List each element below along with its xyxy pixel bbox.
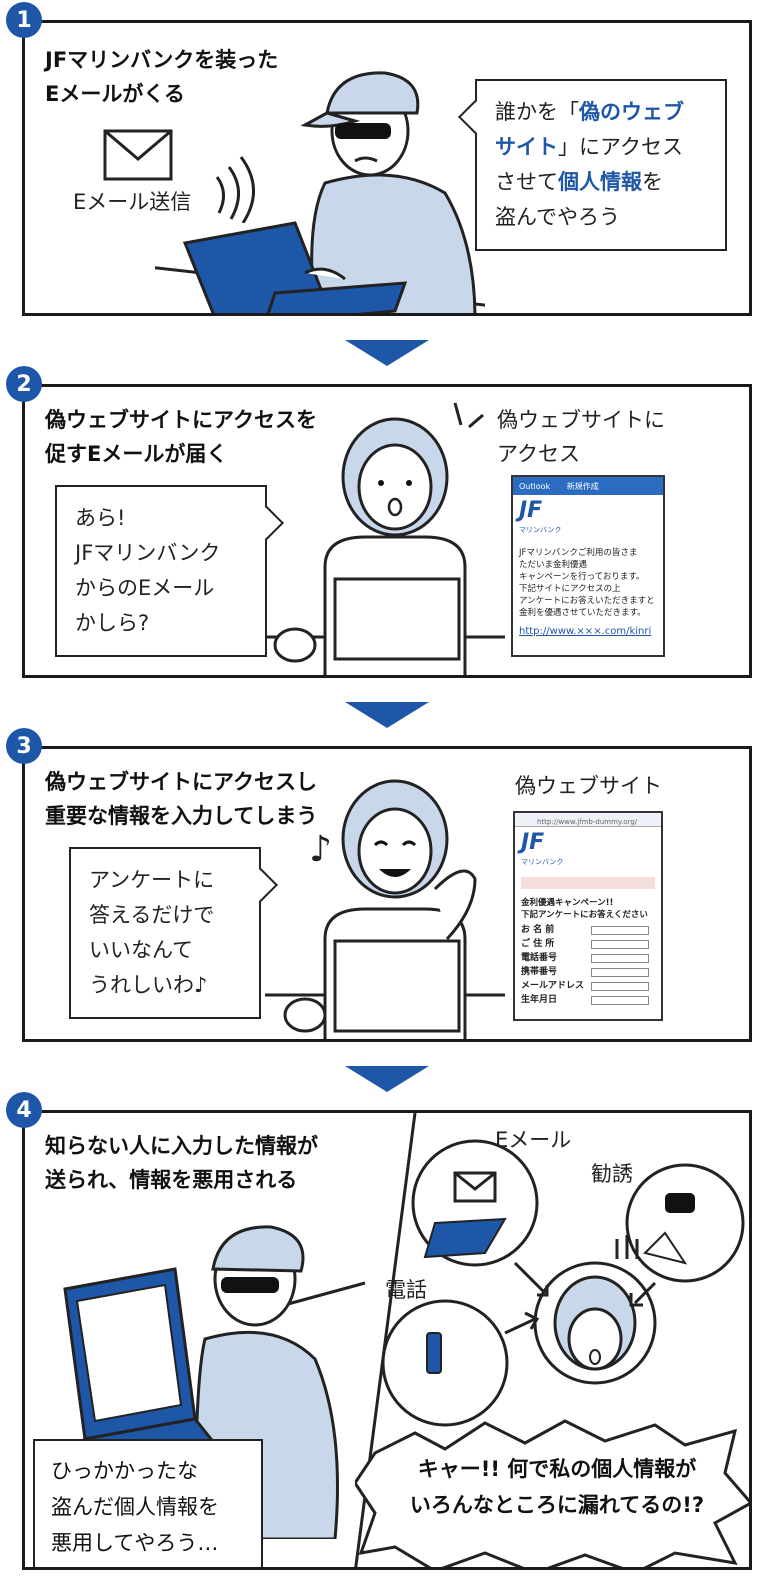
bubble-highlight-fake-site: 偽のウェブ サイト [495,100,684,159]
step-number-3: 3 [6,728,42,764]
signal-waves-icon [215,156,255,223]
woman-speech-bubble-2: あら! JFマリンバンク からのEメール かしら? [55,485,267,657]
jf-logo: JF [519,498,543,523]
bubble-text-c: を 盗んでやろう [495,170,663,229]
fake-email-window: Outlook 新規作成 JF マリンバンク JFマリンバンクご利用の皆さま た… [511,475,665,657]
step-arrow-2 [345,702,429,728]
step-arrow-1 [345,340,429,366]
panel-4-heading: 知らない人に入力した情報が 送られ、情報を悪用される [45,1134,318,1192]
jf-logo-2: JF [521,830,545,855]
step-arrow-3 [345,1066,429,1092]
panel-3-caption: 偽ウェブサイト [515,774,662,798]
bubble-highlight-personal-info: 個人情報 [558,170,642,194]
form-field-mobile[interactable]: 携帯番号 [521,965,655,979]
woman-reading-illustration [265,402,505,675]
form-field-label: 電話番号 [521,953,558,963]
form-field-label: ご 住 所 [521,939,555,949]
panel-2-caption: 偽ウェブサイトに アクセス [497,408,665,466]
form-field-phone[interactable]: 電話番号 [521,951,655,965]
panel-4: 知らない人に入力した情報が 送られ、情報を悪用される ひっかかったな 盗んだ個人… [22,1110,752,1570]
fake-form-title: 金利優遇キャンペーン!! 下記アンケートにお答えください [521,898,648,920]
woman-speech-bubble-3: アンケートに 答えるだけで いいなんて うれしいわ♪ [69,847,261,1019]
panel-3-heading: 偽ウェブサイトにアクセスし 重要な情報を入力してしまう [45,770,318,828]
panel-3: 偽ウェブサイトにアクセスし 重要な情報を入力してしまう 偽ウェブサイト ♪ アン… [22,746,752,1042]
threat-circles-illustration [381,1139,745,1427]
step-number-4: 4 [6,1092,42,1128]
label-phone: 電話 [385,1278,427,1302]
form-field-address[interactable]: ご 住 所 [521,937,655,951]
music-note: ♪ [309,829,332,870]
thief-thought-box: ひっかかったな 盗んだ個人情報を 悪用してやろう… [33,1439,263,1567]
woman-happy-illustration [265,779,505,1039]
form-field-email[interactable]: メールアドレス [521,979,655,993]
panel-1: JFマリンバンクを装った Eメールがくる Eメール送信 誰かを「偽のウェブ サイ… [22,20,752,316]
bubble-text-b: 」にアクセス させて [495,135,683,194]
form-field-label: 生年月日 [521,995,558,1005]
step-number-1: 1 [6,2,42,38]
outlook-app-name: Outlook [519,482,551,491]
form-field-birthday[interactable]: 生年月日 [521,993,655,1007]
envelope-icon [103,129,173,181]
woman-shout-text: キャー!! 何で私の個人情報が いろんなところに漏れてるの!? [409,1457,705,1517]
mail-send-label: Eメール送信 [73,190,192,214]
form-field-label: お 名 前 [521,925,555,935]
jf-logo-sub-2: マリンバンク [521,858,564,866]
label-email: Eメール [495,1128,572,1152]
form-field-name[interactable]: お 名 前 [521,923,655,937]
shout-bubble-shape [355,1419,749,1567]
fake-site-address-bar: http://www.jfmb-dummy.org/ [515,813,661,827]
jf-logo-sub: マリンバンク [519,526,562,534]
fake-site-banner [521,877,655,889]
fake-email-body: JFマリンバンクご利用の皆さま ただいま金利優遇 キャンペーンを行っております。… [519,548,655,618]
step-number-2: 2 [6,366,42,402]
form-field-label: 携帯番号 [521,967,558,977]
outlook-toolbar: Outlook 新規作成 [513,477,663,495]
form-field-label: メールアドレス [521,981,585,991]
fake-website-window: http://www.jfmb-dummy.org/ JF マリンバンク 金利優… [513,811,663,1021]
hacker-illustration [155,71,485,313]
compose-label: 新規作成 [566,482,599,491]
panel-1-heading: JFマリンバンクを装った Eメールがくる [45,48,279,106]
label-solicit: 勧誘 [591,1162,633,1186]
panel-2-heading: 偽ウェブサイトにアクセスを 促すEメールが届く [45,408,317,466]
panel-2: 偽ウェブサイトにアクセスを 促すEメールが届く 偽ウェブサイトに アクセス あら… [22,384,752,678]
fake-email-link[interactable]: http://www.×××.com/kinri [519,626,652,637]
hacker-thought-bubble: 誰かを「偽のウェブ サイト」にアクセス させて個人情報を 盗んでやろう [475,79,727,251]
bubble-text-a: 誰かを「 [495,100,579,124]
